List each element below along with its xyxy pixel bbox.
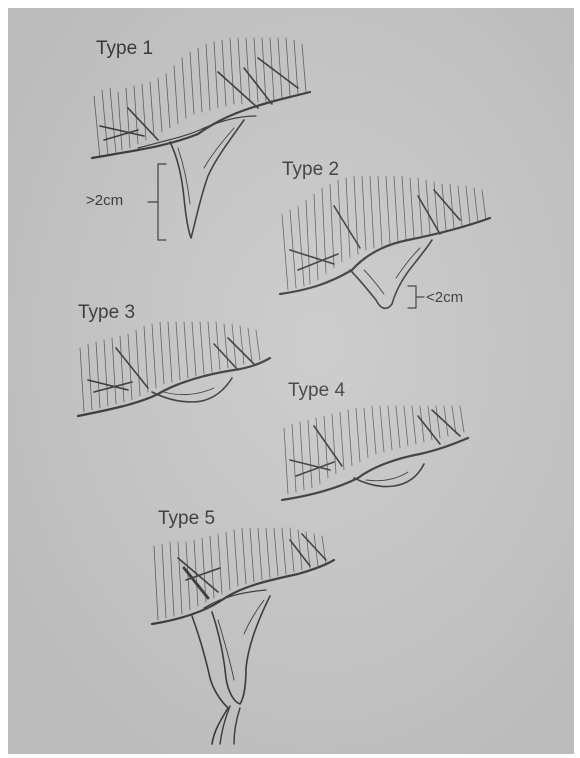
type5-diverticulum-mid: [212, 596, 270, 704]
type3-diverticulum-inner: [164, 388, 214, 395]
type1-measurement: >2cm: [86, 192, 123, 209]
type1-mucosa-line-inner: [138, 116, 256, 148]
type3-label: Type 3: [78, 302, 135, 324]
type5-illustration: [152, 528, 334, 744]
type4-diverticulum: [354, 464, 424, 487]
type4-illustration: [282, 406, 468, 500]
type1-label: Type 1: [96, 38, 153, 60]
type5-vessels: [178, 534, 326, 598]
type5-diverticulum-tract: [220, 706, 240, 744]
type3-illustration: [78, 322, 270, 416]
type4-diverticulum-inner: [366, 472, 408, 481]
type2-diverticulum: [350, 240, 432, 308]
type2-mucosa-line: [280, 218, 490, 294]
type1-diverticulum-inner: [178, 128, 234, 204]
type2-measure-bracket: [408, 286, 424, 308]
scanned-page: Type 1 >2cm Type 2 <2cm Type 3 Type 4 Ty…: [8, 8, 574, 754]
type2-hatching: [282, 176, 486, 290]
type2-measurement: <2cm: [426, 289, 463, 306]
type1-illustration: [92, 38, 310, 240]
type1-diverticulum: [170, 120, 244, 238]
type5-label: Type 5: [158, 508, 215, 530]
type4-label: Type 4: [288, 380, 345, 402]
type1-measure-bracket: [148, 164, 166, 240]
type2-diverticulum-inner: [364, 248, 420, 294]
type2-label: Type 2: [282, 159, 339, 181]
